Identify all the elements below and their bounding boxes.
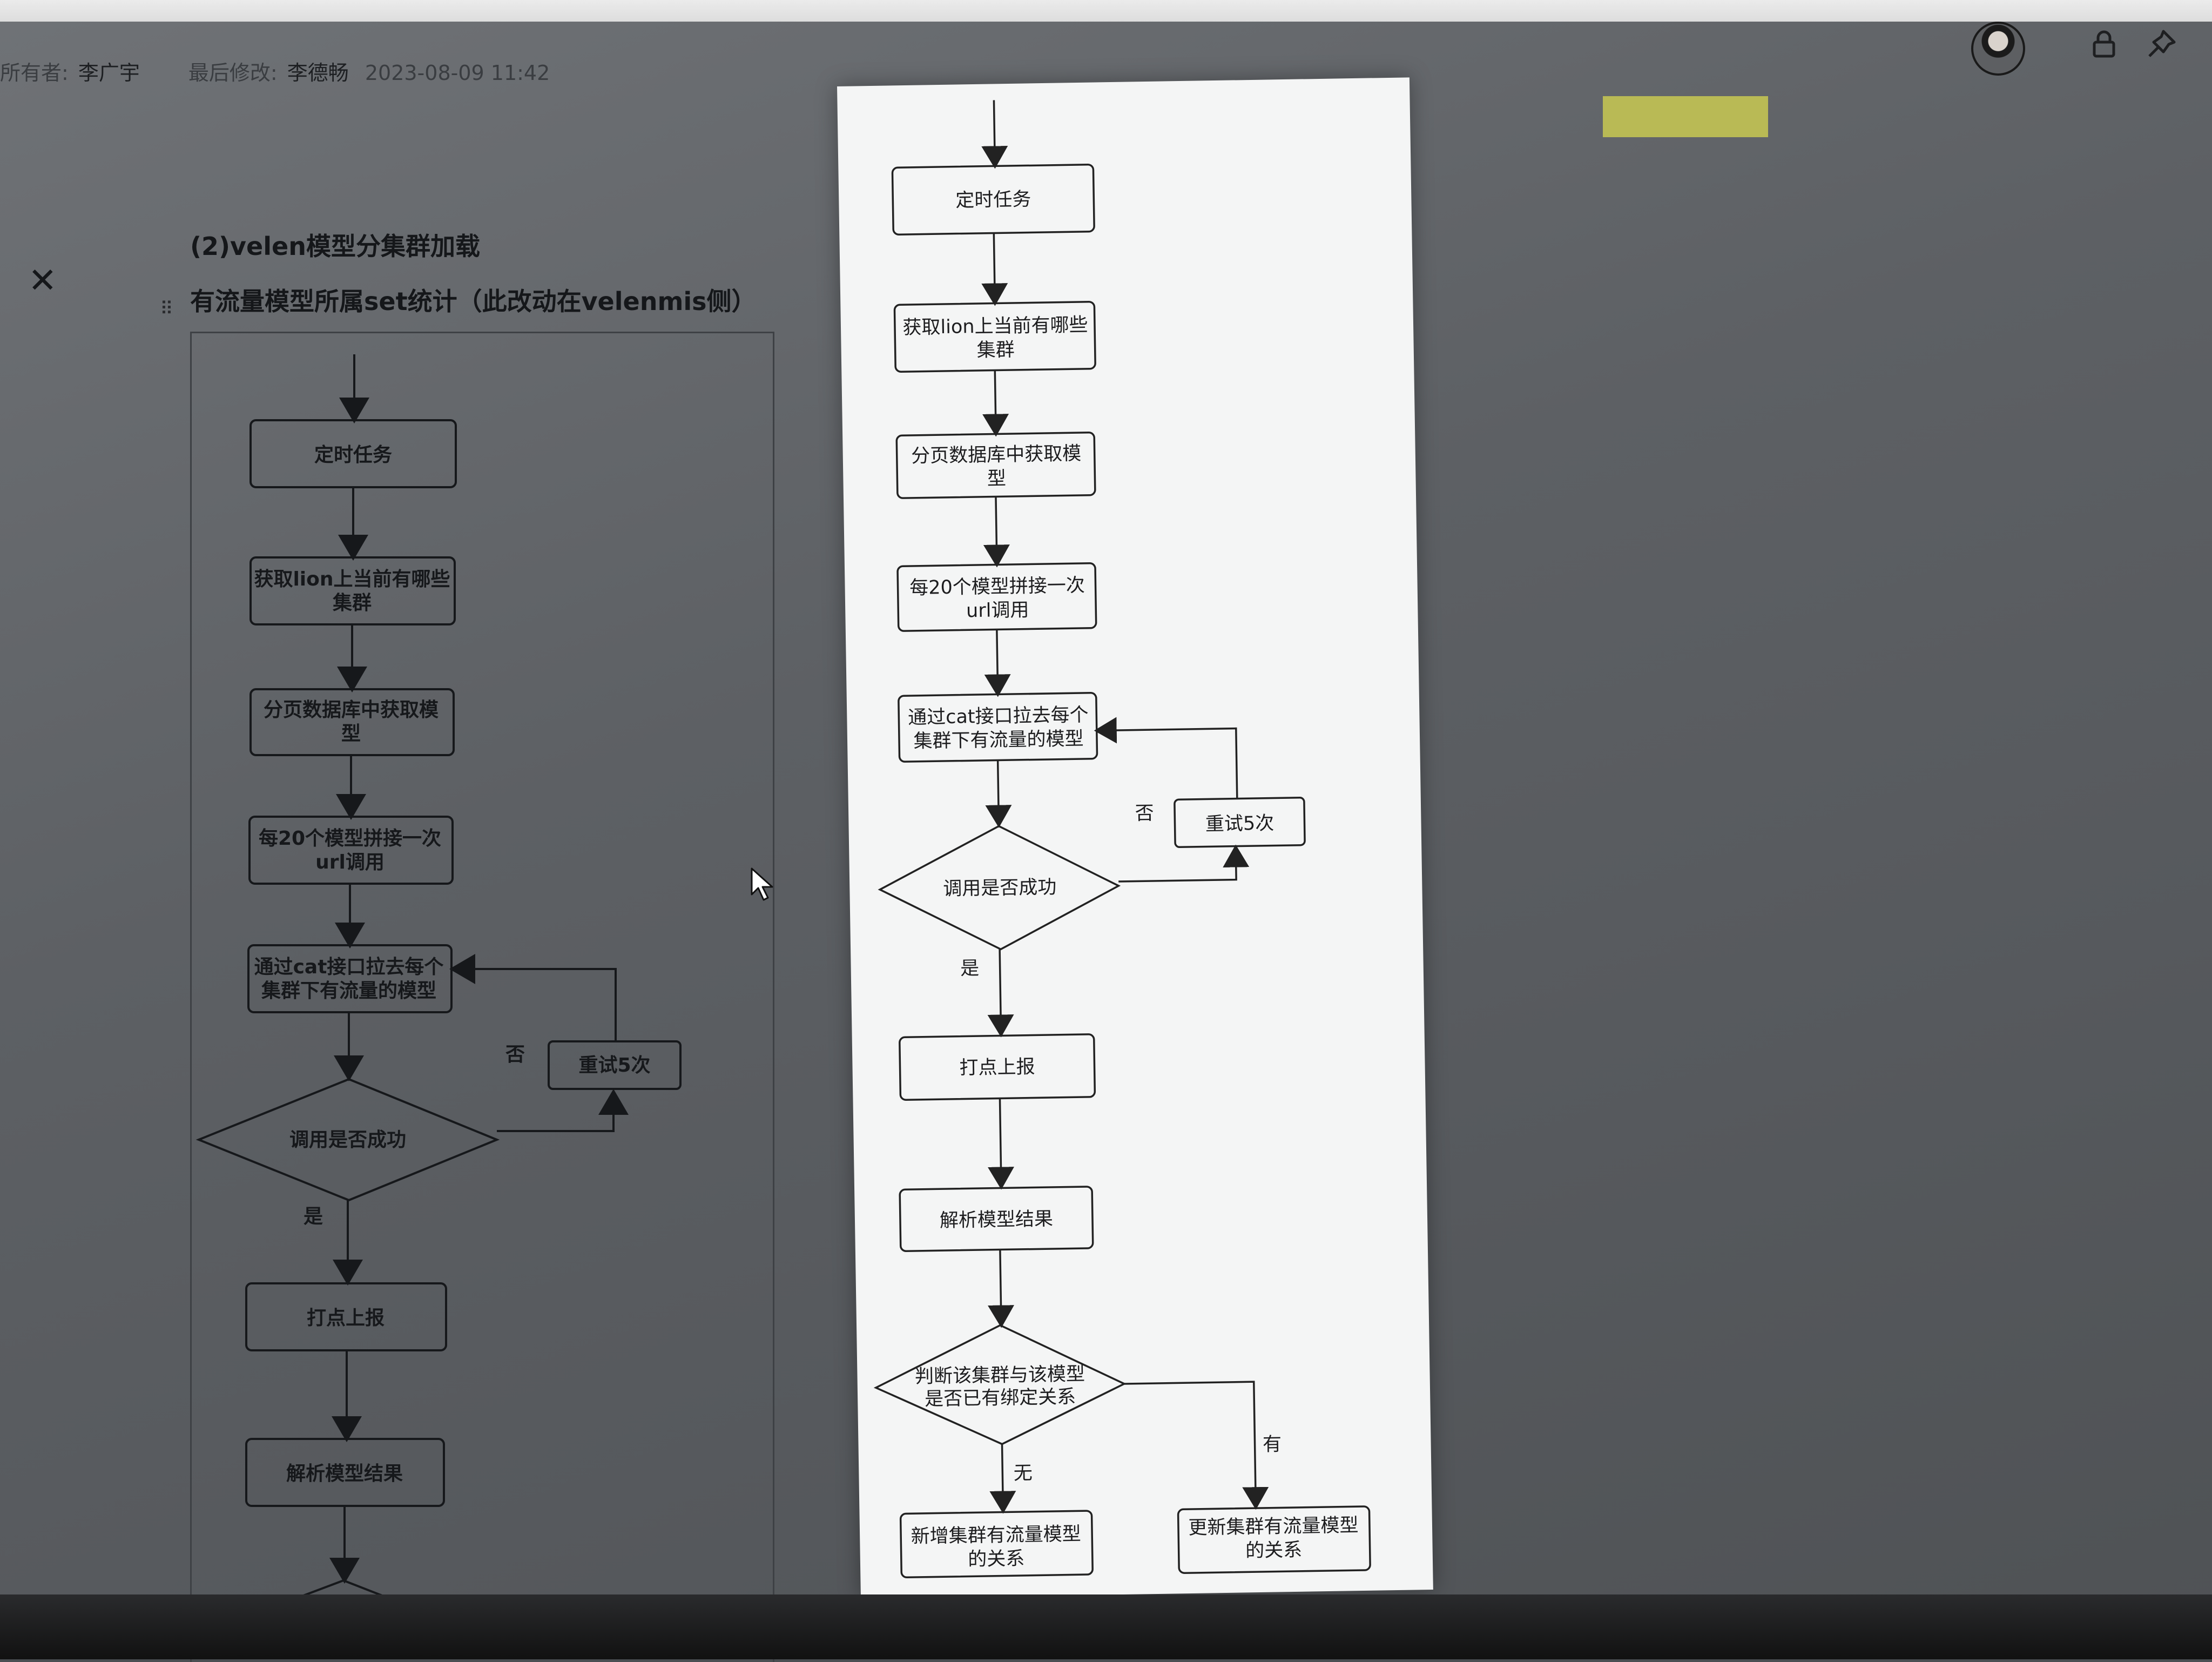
section-title: (2)velen模型分集群加载: [190, 232, 480, 261]
popup-text-add-1: 新增集群有流量模型: [911, 1523, 1081, 1547]
popup-text-paging-2: 型: [987, 468, 1007, 490]
popup-label-yes: 是: [960, 958, 980, 980]
node-lion[interactable]: [249, 556, 456, 625]
text-batch-1: 每20个模型拼接一次: [259, 827, 441, 850]
node-cat[interactable]: [247, 944, 453, 1013]
modified-time: 2023-08-09 11:42: [365, 61, 550, 85]
popup-label-has: 有: [1263, 1434, 1282, 1456]
label-yes: 是: [304, 1206, 323, 1228]
popup-text-cat-1: 通过cat接口拉去每个: [908, 704, 1089, 729]
node-batch[interactable]: [248, 816, 454, 885]
popup-node-add[interactable]: [899, 1510, 1094, 1579]
popup-text-add-2: 的关系: [968, 1548, 1025, 1571]
text-cat-1: 通过cat接口拉去每个: [254, 956, 444, 978]
popup-node-report[interactable]: [899, 1033, 1096, 1101]
popup-decision-success[interactable]: [878, 824, 1121, 951]
popup-text-retry: 重试5次: [1205, 812, 1274, 835]
owner-name[interactable]: 李广宇: [78, 61, 140, 85]
highlight-block: [1603, 96, 1768, 137]
text-lion-2: 集群: [332, 592, 372, 614]
mouse-cursor-icon: [750, 867, 775, 904]
popup-text-paging-1: 分页数据库中获取模: [911, 443, 1082, 467]
drag-handle-icon[interactable]: ⠿: [160, 298, 173, 320]
popup-text-bound-2: 是否已有绑定关系: [925, 1386, 1076, 1410]
doc-meta: 所有者: 李广宇 最后修改: 李德畅 2023-08-09 11:42: [0, 56, 559, 86]
pin-icon[interactable]: [2145, 28, 2177, 60]
flowchart-popup[interactable]: 定时任务 获取lion上当前有哪些 集群 分页数据库中获取模 型 每20个模型拼…: [837, 77, 1433, 1599]
lock-icon[interactable]: [2088, 28, 2120, 60]
text-cat-2: 集群下有流量的模型: [261, 980, 436, 1002]
text-lion-1: 获取lion上当前有哪些: [254, 568, 450, 590]
text-report: 打点上报: [307, 1307, 385, 1329]
text-paging-2: 型: [341, 723, 361, 745]
label-no: 否: [505, 1044, 525, 1066]
popup-text-cat-2: 集群下有流量的模型: [913, 728, 1084, 752]
close-icon[interactable]: ✕: [28, 261, 57, 301]
flowchart-popup-svg: 定时任务 获取lion上当前有哪些 集群 分页数据库中获取模 型 每20个模型拼…: [873, 100, 1371, 1579]
text-task: 定时任务: [314, 444, 392, 466]
popup-text-batch-1: 每20个模型拼接一次: [909, 575, 1085, 599]
popup-text-update-2: 的关系: [1245, 1539, 1303, 1562]
popup-node-update[interactable]: [1177, 1505, 1371, 1574]
text-success: 调用是否成功: [289, 1129, 406, 1151]
text-parse: 解析模型结果: [286, 1463, 403, 1485]
sub-title: 有流量模型所属set统计（此改动在velenmis侧）: [190, 287, 757, 316]
popup-text-lion-2: 集群: [976, 339, 1015, 361]
popup-node-retry[interactable]: [1174, 796, 1306, 848]
modified-label: 最后修改:: [188, 61, 278, 85]
popup-text-lion-1: 获取lion上当前有哪些: [902, 314, 1088, 339]
monitor-bezel: [0, 1594, 2212, 1659]
modified-name[interactable]: 李德畅: [287, 61, 349, 85]
popup-text-success: 调用是否成功: [943, 877, 1057, 900]
popup-label-no: 否: [1135, 803, 1154, 825]
owner-label: 所有者:: [0, 61, 69, 85]
avatar[interactable]: [1971, 22, 2025, 76]
popup-text-update-1: 更新集群有流量模型: [1188, 1515, 1359, 1539]
popup-text-task: 定时任务: [955, 189, 1031, 211]
text-batch-2: url调用: [315, 851, 385, 873]
flowchart-frame[interactable]: [190, 332, 774, 1662]
popup-text-parse: 解析模型结果: [940, 1208, 1054, 1232]
popup-text-batch-2: url调用: [966, 600, 1029, 622]
text-paging-1: 分页数据库中获取模: [264, 699, 439, 721]
text-retry: 重试5次: [578, 1054, 650, 1076]
popup-text-report: 打点上报: [959, 1056, 1035, 1079]
decision-success[interactable]: [195, 1078, 500, 1202]
popup-label-none: 无: [1014, 1463, 1033, 1485]
popup-text-bound-1: 判断该集群与该模型: [915, 1363, 1085, 1388]
popup-node-parse[interactable]: [899, 1186, 1094, 1253]
